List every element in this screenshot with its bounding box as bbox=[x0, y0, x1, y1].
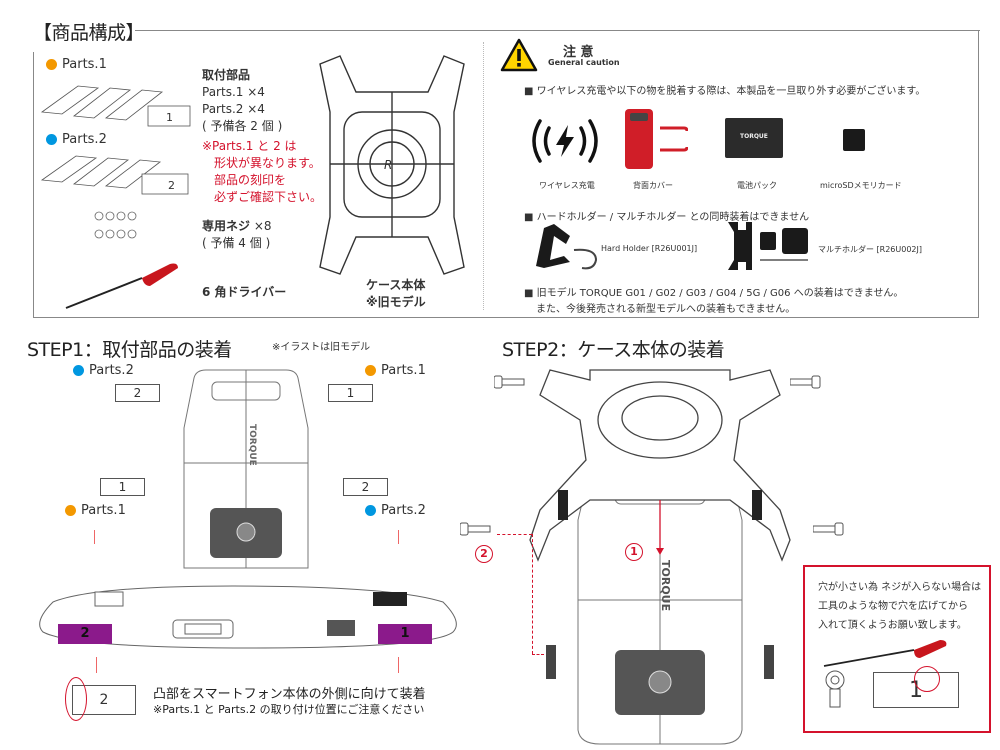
blue-dot-icon bbox=[46, 134, 57, 145]
step1-parts2-label-top: Parts.2 bbox=[73, 363, 134, 378]
hex-driver-icon bbox=[822, 636, 952, 670]
step1-parts1-label-top: Parts.1 bbox=[365, 363, 426, 378]
svg-text:2: 2 bbox=[168, 179, 175, 192]
screw-icon bbox=[813, 522, 845, 536]
section-divider bbox=[135, 30, 980, 31]
step1-instruction: 凸部をスマートフォン本体の外側に向けて装着 bbox=[153, 687, 426, 702]
mounting-parts-heading: 取付部品 bbox=[202, 68, 251, 82]
driver-label: 6 角ドライバー bbox=[202, 285, 287, 299]
caution-title-en: General caution bbox=[548, 58, 620, 67]
svg-text:R: R bbox=[384, 158, 392, 172]
back-cover-icon bbox=[624, 108, 688, 170]
step1-arrow-right bbox=[398, 530, 399, 544]
shape-warning-line: 部品の刻印を bbox=[214, 173, 287, 187]
section-border-right bbox=[978, 30, 979, 317]
multi-holder-icon bbox=[724, 220, 814, 272]
screw-detail-icon bbox=[824, 670, 846, 710]
blue-dot-icon bbox=[365, 505, 376, 516]
mounting-parts-line: ( 予備各 2 個 ) bbox=[202, 119, 283, 133]
step1-phone-back-illustration: TORQUE bbox=[176, 368, 316, 578]
note-line: 工具のような物で穴を広げてから bbox=[818, 601, 968, 612]
caution-line-remove: ■ ワイヤレス充電や以下の物を脱着する際は、本製品を一旦取り外す必要がございます… bbox=[524, 86, 926, 97]
mounting-parts-line: Parts.1 ×4 bbox=[202, 85, 265, 99]
screws-label: 専用ネジ ×8 bbox=[202, 219, 272, 233]
caution-line-new-models: また、今後発売される新型モデルへの装着もできません。 bbox=[536, 304, 796, 315]
screw-icon bbox=[460, 522, 492, 536]
step2-guide-line bbox=[497, 534, 532, 535]
step1-part2-top-left: 2 bbox=[115, 384, 160, 402]
section-border-left bbox=[33, 52, 34, 317]
step2-case-phone-illustration: TORQUE bbox=[520, 360, 800, 750]
column-divider bbox=[483, 42, 484, 310]
step1-phone-edge-illustration bbox=[33, 582, 463, 657]
hard-holder-label: Hard Holder [R26U001J] bbox=[601, 244, 698, 253]
step1-arrow-left bbox=[94, 530, 95, 544]
caution-line-holders: ■ ハードホルダー / マルチホルダー との同時装着はできません bbox=[524, 212, 810, 223]
blue-dot-icon bbox=[73, 365, 84, 376]
svg-text:1: 1 bbox=[166, 111, 173, 124]
orange-dot-icon bbox=[65, 505, 76, 516]
battery-brand: TORQUE bbox=[740, 133, 768, 140]
step1-arrow-edge-right bbox=[398, 657, 399, 673]
screws-spare: ( 予備 4 個 ) bbox=[202, 236, 271, 250]
step1-note: ※イラストは旧モデル bbox=[272, 342, 371, 353]
case-body-illustration: R bbox=[312, 52, 472, 277]
microsd-card-icon bbox=[843, 129, 865, 151]
note-line: 穴が小さい為 ネジが入らない場合は bbox=[818, 582, 982, 593]
multi-holder-label: マルチホルダー [R26U002J] bbox=[818, 245, 923, 254]
step1-arrow-edge-left bbox=[96, 657, 97, 673]
step1-parts2-label-bottom: Parts.2 bbox=[365, 503, 426, 518]
wireless-charging-icon bbox=[526, 115, 604, 167]
battery-pack-icon: TORQUE bbox=[725, 118, 783, 158]
mounting-parts-line: Parts.2 ×4 bbox=[202, 102, 265, 116]
step1-title: STEP1：取付部品の装着 bbox=[27, 339, 232, 361]
orange-dot-icon bbox=[46, 59, 57, 70]
caution-line-old-models: ■ 旧モデル TORQUE G01 / G02 / G03 / G04 / 5G… bbox=[524, 288, 904, 299]
caution-item-label: microSDメモリカード bbox=[820, 181, 902, 190]
step1-part1-bottom-left: 1 bbox=[100, 478, 145, 496]
svg-text:TORQUE: TORQUE bbox=[659, 560, 672, 611]
caution-item-label: 背面カバー bbox=[633, 181, 673, 190]
parts1-illustration: 1 bbox=[38, 78, 198, 128]
step1-highlight-part2: 2 bbox=[58, 624, 112, 644]
screws-illustration bbox=[92, 210, 142, 246]
step1-parts1-label-bottom: Parts.1 bbox=[65, 503, 126, 518]
hex-driver-illustration bbox=[62, 258, 182, 310]
screw-icon bbox=[790, 375, 822, 389]
parts2-label: Parts.2 bbox=[46, 132, 107, 147]
caution-title: 注 意 bbox=[563, 45, 594, 60]
caution-item-label: ワイヤレス充電 bbox=[539, 181, 595, 190]
parts1-label: Parts.1 bbox=[46, 57, 107, 72]
hole-highlight-circle bbox=[914, 666, 940, 692]
step1-part1-top-right: 1 bbox=[328, 384, 373, 402]
case-body-label: ケース本体 bbox=[366, 278, 426, 292]
section-border-bottom bbox=[33, 317, 979, 318]
hard-holder-icon bbox=[530, 222, 610, 272]
shape-warning-line: 形状が異なります。 bbox=[214, 156, 321, 170]
warning-triangle-icon bbox=[500, 38, 538, 72]
step2-title: STEP2：ケース本体の装着 bbox=[502, 339, 725, 361]
step1-instruction-note: ※Parts.1 と Parts.2 の取り付け位置にご注意ください bbox=[153, 703, 425, 716]
step1-highlight-part1: 1 bbox=[378, 624, 432, 644]
shape-warning-line: 必ずご確認下さい。 bbox=[214, 190, 323, 204]
note-line: 入れて頂くようお願い致します。 bbox=[818, 620, 967, 631]
step2-guide-line bbox=[532, 534, 533, 654]
step2-marker-1: 1 bbox=[625, 543, 643, 561]
caution-item-label: 電池パック bbox=[737, 181, 777, 190]
screw-hole-note-text: 穴が小さい為 ネジが入らない場合は 工具のような物で穴を広げてから 入れて頂くよ… bbox=[818, 578, 981, 635]
old-model-note: ※旧モデル bbox=[366, 295, 426, 309]
step2-marker-2: 2 bbox=[475, 545, 493, 563]
orange-dot-icon bbox=[365, 365, 376, 376]
screw-hole-note-box bbox=[803, 565, 991, 733]
step2-guide-line bbox=[532, 654, 544, 655]
step1-protrusion-highlight-circle bbox=[65, 677, 87, 721]
svg-text:TORQUE: TORQUE bbox=[247, 424, 257, 466]
step1-part2-bottom-right: 2 bbox=[343, 478, 388, 496]
parts2-illustration: 2 bbox=[38, 150, 198, 196]
product-contents-title: 【商品構成】 bbox=[33, 22, 145, 44]
shape-warning-line: ※Parts.1 と 2 は bbox=[202, 139, 297, 153]
screw-icon bbox=[494, 375, 526, 389]
